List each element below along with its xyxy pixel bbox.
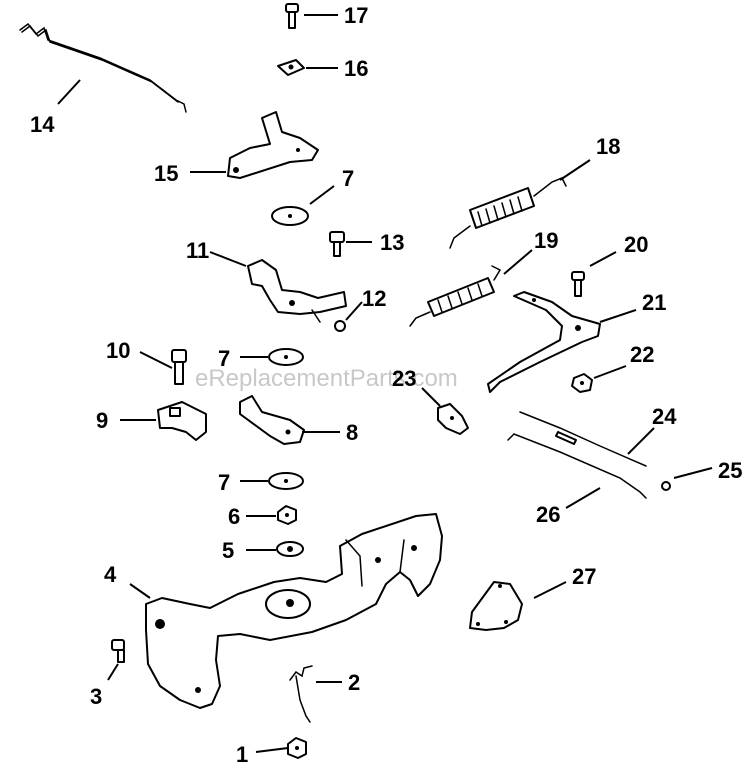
callout-16: 16 — [344, 56, 368, 81]
part-8-plate[interactable] — [239, 395, 305, 445]
part-14-rod[interactable] — [19, 22, 187, 113]
callout-4: 4 — [104, 562, 117, 587]
callout-7a: 7 — [342, 166, 354, 191]
callout-8: 8 — [346, 420, 358, 445]
part-7-washer-c[interactable] — [268, 472, 304, 490]
callout-7b: 7 — [218, 346, 230, 371]
part-17-bolt[interactable] — [285, 3, 299, 29]
callout-3: 3 — [90, 684, 102, 709]
part-19-spring[interactable] — [409, 265, 502, 327]
callout-23: 23 — [392, 366, 416, 391]
part-4-main-plate[interactable] — [145, 513, 443, 709]
callout-6: 6 — [228, 504, 240, 529]
part-27-bracket[interactable] — [469, 581, 523, 631]
callout-25: 25 — [718, 458, 742, 483]
part-25-clip[interactable] — [661, 481, 671, 491]
callout-24: 24 — [652, 404, 677, 429]
callout-10: 10 — [106, 338, 130, 363]
callout-15: 15 — [154, 161, 178, 186]
part-7-washer-a[interactable] — [271, 206, 309, 226]
part-21-bracket[interactable] — [487, 291, 601, 393]
callout-13: 13 — [380, 230, 404, 255]
part-24-rod[interactable] — [519, 411, 647, 467]
callout-9: 9 — [96, 408, 108, 433]
part-23-bracket[interactable] — [437, 403, 469, 435]
callout-22: 22 — [630, 342, 654, 367]
part-11-lever[interactable] — [247, 259, 347, 323]
part-18-spring[interactable] — [449, 177, 567, 249]
part-3-bolt[interactable] — [111, 639, 125, 663]
part-9-clip[interactable] — [157, 401, 207, 441]
callout-19: 19 — [534, 228, 558, 253]
callout-12: 12 — [362, 286, 386, 311]
part-7-washer-b[interactable] — [268, 348, 304, 366]
callout-21: 21 — [642, 290, 666, 315]
callout-20: 20 — [624, 232, 648, 257]
callout-labels: 17 16 14 15 7 18 13 11 19 20 12 21 10 7 … — [30, 3, 742, 767]
part-10-bolt[interactable] — [171, 349, 187, 385]
callout-17: 17 — [344, 3, 368, 28]
part-20-bolt[interactable] — [571, 271, 585, 297]
callout-1: 1 — [236, 742, 248, 767]
part-22-nut[interactable] — [571, 373, 593, 393]
part-16-washer[interactable] — [277, 59, 305, 76]
callout-2: 2 — [348, 670, 360, 695]
callout-14: 14 — [30, 112, 55, 137]
part-5-washer[interactable] — [276, 541, 304, 557]
part-1-nut[interactable] — [287, 737, 307, 759]
watermark-text: eReplacementParts.com — [195, 365, 458, 392]
callout-11: 11 — [186, 238, 209, 263]
callout-7c: 7 — [218, 470, 230, 495]
part-15-lever[interactable] — [227, 111, 319, 179]
part-2-spring[interactable] — [289, 665, 313, 723]
part-6-nut[interactable] — [277, 505, 297, 525]
part-13-bolt[interactable] — [329, 231, 345, 257]
callout-26: 26 — [536, 502, 560, 527]
leader-lines — [57, 14, 713, 753]
part-12-nut[interactable] — [334, 320, 346, 332]
part-26-rod[interactable] — [507, 433, 647, 499]
callout-27: 27 — [572, 564, 596, 589]
callout-18: 18 — [596, 134, 620, 159]
callout-5: 5 — [222, 538, 234, 563]
